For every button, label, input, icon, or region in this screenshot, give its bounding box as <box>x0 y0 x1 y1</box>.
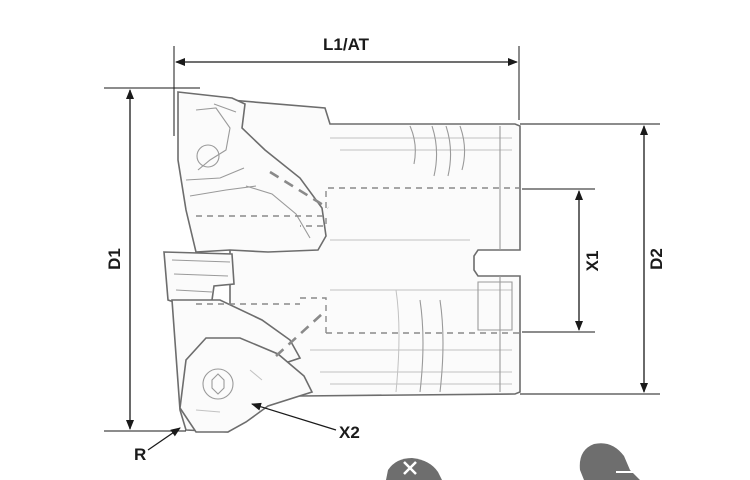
middle-insert <box>163 251 235 305</box>
insert-screw <box>202 368 234 400</box>
leader-r: R <box>134 427 181 464</box>
torx-screw-icon <box>386 458 442 480</box>
upper-tooth <box>177 91 327 253</box>
keyway-slot <box>477 281 513 331</box>
label-l1-at: L1/AT <box>323 35 370 54</box>
insert-shape-icon <box>579 443 640 480</box>
leader-x2: X2 <box>251 402 360 442</box>
label-r: R <box>134 445 146 464</box>
dimension-x1: X1 <box>522 188 602 333</box>
front-face-edge <box>195 107 231 171</box>
dimension-l1-at: L1/AT <box>173 35 520 136</box>
coolant-hole <box>196 144 220 168</box>
label-d1: D1 <box>105 248 124 270</box>
coolant-channel-lower <box>275 313 323 357</box>
dimension-d2: D2 <box>520 123 666 395</box>
shank-groove <box>431 125 438 177</box>
cutter-body <box>163 91 521 433</box>
coolant-channel-upper <box>269 170 329 210</box>
hidden-lines <box>196 170 520 357</box>
label-x1: X1 <box>583 251 602 272</box>
label-d2: D2 <box>647 248 666 270</box>
label-x2: X2 <box>339 423 360 442</box>
lower-round-insert <box>179 337 314 433</box>
